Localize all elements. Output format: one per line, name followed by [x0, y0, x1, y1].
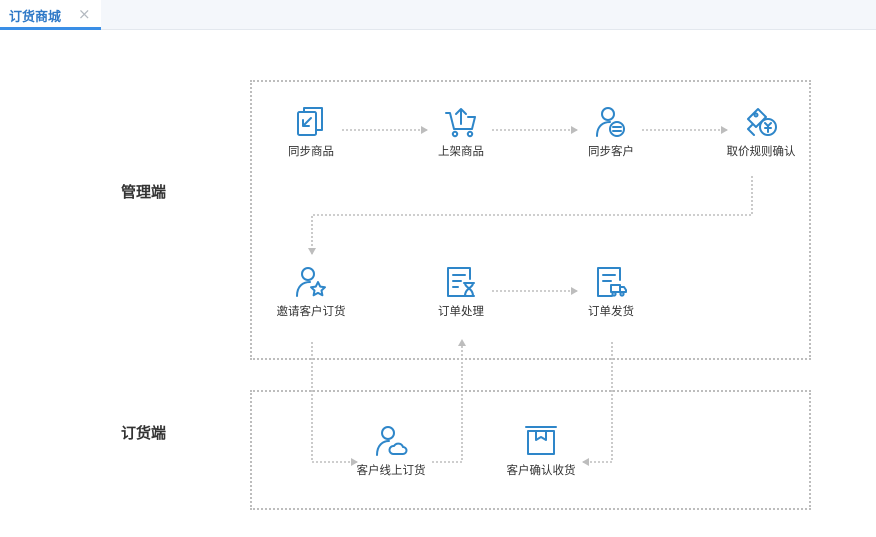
step-label: 邀请客户订货: [276, 304, 346, 318]
step-label: 客户确认收货: [506, 463, 576, 477]
step-label: 上架商品: [438, 144, 484, 158]
step-list-products: 上架商品: [401, 105, 521, 159]
step-label: 取价规则确认: [726, 144, 796, 158]
step-order-processing: 订单处理: [401, 265, 521, 319]
tab-label: 订货商城: [9, 10, 62, 25]
connector-online-order-to-processing: [432, 339, 466, 463]
step-label: 同步商品: [288, 144, 334, 158]
connector-shipping-to-receipt: [582, 342, 613, 466]
cart-upload-icon: [445, 108, 476, 138]
close-icon[interactable]: ×: [78, 5, 91, 23]
price-tag-yuan-icon: [747, 108, 777, 136]
step-label: 同步客户: [588, 144, 634, 158]
document-truck-icon: [597, 267, 627, 297]
customer-region: [250, 390, 811, 510]
customer-region-label: 订货端: [121, 424, 167, 442]
user-star-icon: [296, 267, 326, 297]
admin-region-label: 管理端: [121, 183, 167, 201]
step-customer-online-order: 客户线上订货: [331, 424, 451, 478]
document-hourglass-icon: [447, 267, 475, 297]
admin-region: [250, 80, 811, 360]
connector-invite-to-online-order: [311, 342, 358, 466]
step-invite-customers: 邀请客户订货: [251, 265, 371, 319]
package-box-icon: [525, 426, 557, 455]
user-sync-icon: [596, 107, 625, 137]
step-order-shipping: 订单发货: [551, 265, 671, 319]
step-label: 订单发货: [588, 304, 634, 318]
step-sync-products: 同步商品: [251, 105, 371, 159]
step-customer-confirm-receipt: 客户确认收货: [481, 424, 601, 478]
step-price-rules: 取价规则确认: [701, 105, 821, 159]
step-sync-customers: 同步客户: [551, 105, 671, 159]
tab-bar: 订货商城 ×: [0, 0, 876, 30]
user-cloud-icon: [376, 426, 408, 456]
connector-price-to-invite: [308, 176, 753, 255]
step-label: 订单处理: [438, 304, 484, 318]
step-label: 客户线上订货: [356, 463, 426, 477]
document-sync-icon: [297, 107, 323, 136]
tab-order-mall[interactable]: 订货商城 ×: [0, 0, 101, 30]
